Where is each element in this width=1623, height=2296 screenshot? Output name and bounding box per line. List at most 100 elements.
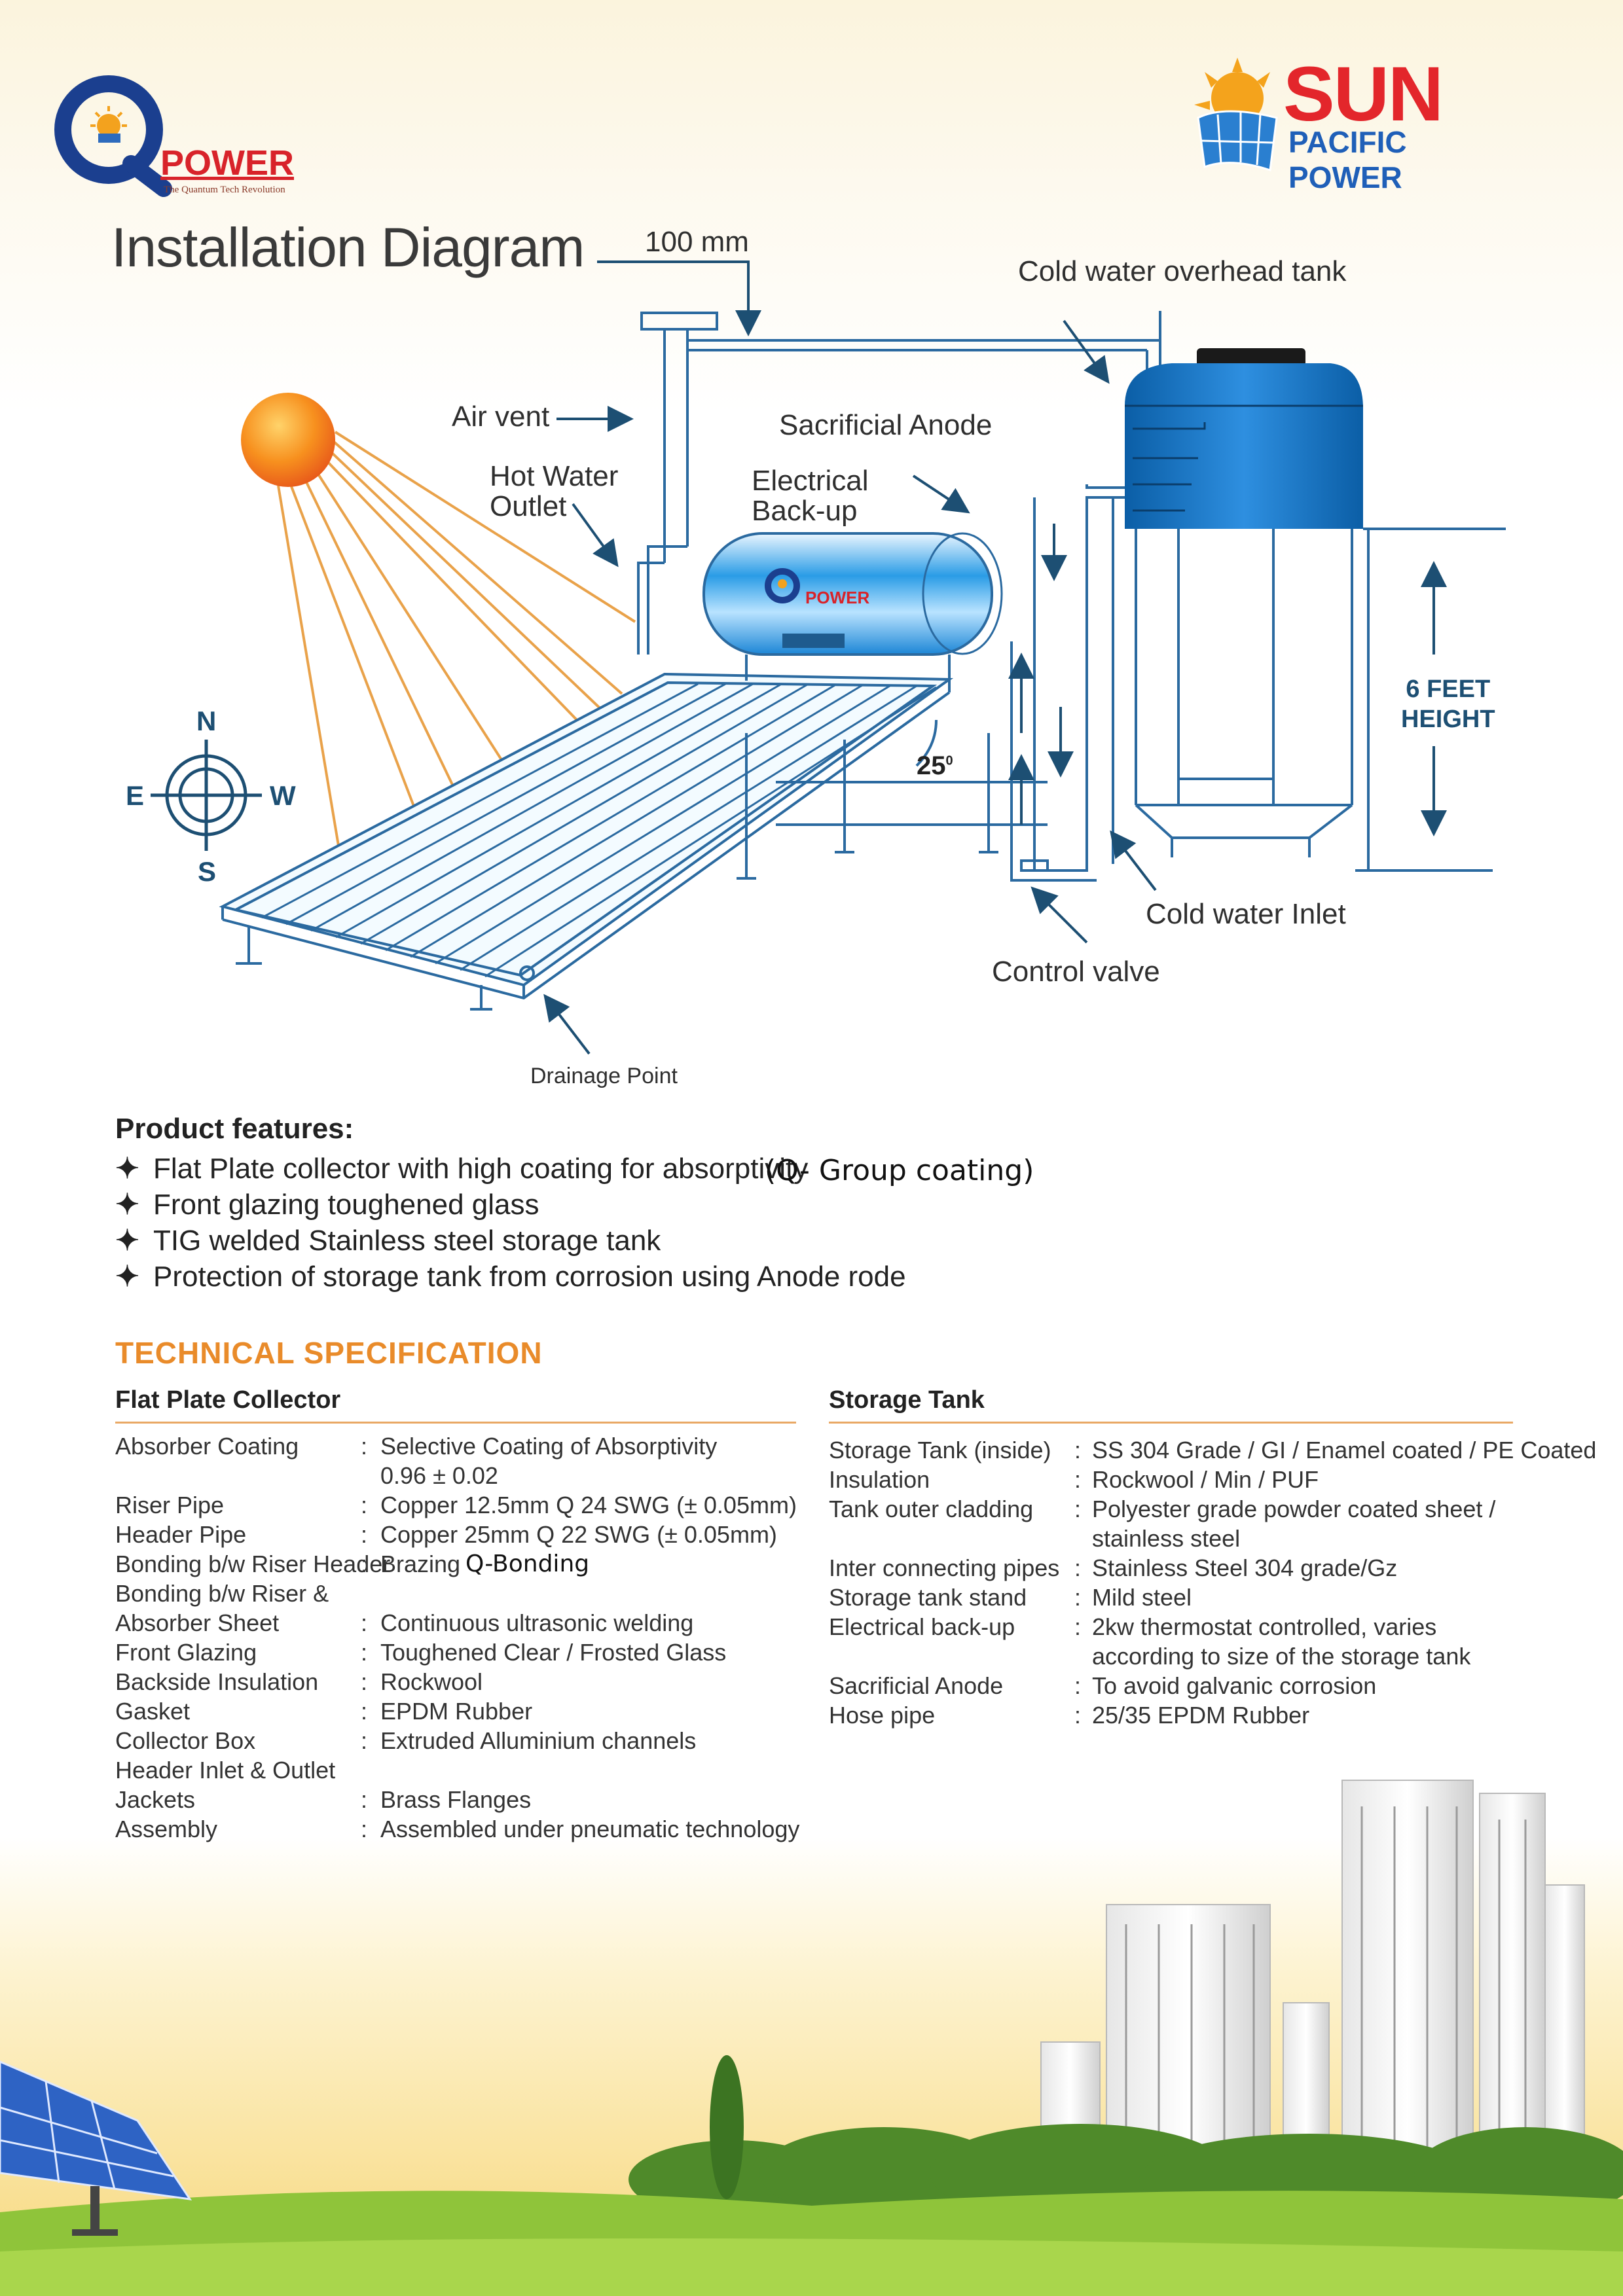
spec-row: Absorber Sheet:Continuous ultrasonic wel… (115, 1608, 809, 1638)
spec-row: stainless steel (829, 1524, 1523, 1553)
collector-spec-table: Absorber Coating:Selective Coating of Ab… (115, 1431, 809, 1844)
spec-value: according to size of the storage tank (1092, 1643, 1471, 1670)
spec-colon: : (361, 1816, 368, 1842)
page-title: Installation Diagram (111, 217, 585, 278)
spec-row: Electrical back-up:2kw thermostat contro… (829, 1612, 1523, 1641)
label-100mm: 100 mm (645, 226, 749, 258)
spec-value: Extruded Alluminium channels (380, 1727, 697, 1754)
spec-value: SS 304 Grade / GI / Enamel coated / PE C… (1092, 1437, 1597, 1463)
spec-colon: : (1074, 1554, 1082, 1581)
spec-colon: : (361, 1492, 368, 1518)
label-electrical-backup-line1: Electrical (752, 465, 869, 497)
spec-value: Selective Coating of Absorptivity (380, 1433, 718, 1460)
qpower-brand: POWER (160, 143, 295, 183)
storage-tank-heading: Storage Tank (829, 1386, 985, 1414)
spec-colon: : (361, 1786, 368, 1813)
spec-colon: : (1074, 1613, 1082, 1640)
collector-divider (115, 1422, 796, 1424)
sun (241, 393, 335, 487)
compass-s: S (198, 856, 217, 887)
spec-row: Header Pipe:Copper 25mm Q 22 SWG (± 0.05… (115, 1520, 809, 1549)
spec-key: Insulation (829, 1466, 930, 1493)
spec-row: Inter connecting pipes: Stainless Steel 3… (829, 1553, 1523, 1583)
spec-colon: : (1074, 1702, 1082, 1729)
feature-text: TIG welded Stainless steel storage tank (153, 1225, 661, 1257)
spec-colon: : (361, 1727, 368, 1754)
spec-row: Jackets:Brass Flanges (115, 1785, 809, 1814)
label-hot-water-outlet-line1: Hot Water (490, 460, 619, 492)
compass-w: W (270, 780, 296, 811)
spec-value: EPDM Rubber (380, 1698, 533, 1725)
storage-tank (702, 532, 1003, 681)
spec-row: Backside Insulation: Rockwool (115, 1667, 809, 1696)
spec-colon: : (1074, 1672, 1082, 1699)
spec-key: Collector Box (115, 1727, 256, 1754)
label-6-feet-height: 6 FEET HEIGHT (1401, 674, 1495, 734)
spec-row: 0.96 ± 0.02 (115, 1461, 809, 1490)
solar-panel-array (0, 2060, 192, 2236)
label-angle-value: 25 (917, 751, 946, 780)
storage-tank-spec-table: Storage Tank (inside):SS 304 Grade / GI … (829, 1435, 1596, 1730)
spec-key: Backside Insulation (115, 1668, 319, 1695)
storage-tank-divider (829, 1422, 1513, 1424)
label-cold-water-overhead-tank: Cold water overhead tank (1018, 255, 1347, 287)
bottom-scenery (0, 1780, 1623, 2296)
tank-brand: POWER (805, 588, 870, 607)
spec-row: Absorber Coating:Selective Coating of Ab… (115, 1431, 809, 1461)
spec-value: 2kw thermostat controlled, varies (1092, 1613, 1437, 1640)
spec-value: Copper 12.5mm Q 24 SWG (± 0.05mm) (380, 1492, 797, 1518)
sun-logo-mark (1194, 58, 1278, 172)
compass (151, 740, 262, 851)
spec-key: Header Pipe (115, 1521, 247, 1548)
spec-row: Assembly:Assembled under pneumatic techn… (115, 1814, 809, 1844)
qpower-logo-mark (54, 75, 172, 197)
feature-item: ✦Front glazing toughened glass (115, 1188, 539, 1221)
spec-value: Brass Flanges (380, 1786, 532, 1813)
spec-key: Electrical back-up (829, 1613, 1015, 1640)
spec-row: Sacrificial Anode:To avoid galvanic corr… (829, 1671, 1523, 1700)
spec-value: Polyester grade powder coated sheet / (1092, 1496, 1496, 1522)
overhead-tank (1125, 348, 1506, 872)
installation-diagram (151, 260, 1506, 1055)
spec-colon: : (1074, 1584, 1082, 1611)
spec-value: Mild steel (1092, 1584, 1192, 1611)
tech-spec-heading: TECHNICAL SPECIFICATION (115, 1336, 543, 1370)
label-electrical-backup: Electrical Back-up (752, 466, 869, 526)
label-hot-water-outlet: Hot Water Outlet (490, 461, 618, 522)
spec-value: 25/35 EPDM Rubber (1092, 1702, 1310, 1729)
collector-heading: Flat Plate Collector (115, 1386, 341, 1414)
spec-row: Riser Pipe:Copper 12.5mm Q 24 SWG (± 0.0… (115, 1490, 809, 1520)
spec-colon: : (361, 1639, 368, 1666)
q-bonding-note: Q-Bonding (465, 1551, 590, 1577)
label-electrical-backup-line2: Back-up (752, 495, 858, 527)
spec-value: Rockwool (380, 1668, 483, 1695)
spec-colon: : (361, 1433, 368, 1460)
spec-row: Storage Tank (inside):SS 304 Grade / GI … (829, 1435, 1596, 1465)
spec-key: Sacrificial Anode (829, 1672, 1004, 1699)
spec-row: Header Inlet & Outlet (115, 1755, 809, 1785)
spec-colon: : (1074, 1437, 1082, 1463)
spec-value: 0.96 ± 0.02 (380, 1462, 498, 1489)
piping (637, 311, 1161, 882)
spec-row: Tank outer cladding:Polyester grade powd… (829, 1494, 1523, 1524)
label-sacrificial-anode: Sacrificial Anode (779, 409, 993, 441)
label-cold-water-inlet: Cold water Inlet (1146, 898, 1346, 930)
spec-colon: : (361, 1698, 368, 1725)
label-angle: 250 (917, 751, 953, 781)
label-height-line1: 6 FEET (1406, 675, 1491, 703)
spec-colon: : (361, 1668, 368, 1695)
feature-text: Flat Plate collector with high coating f… (153, 1153, 809, 1185)
label-air-vent: Air vent (452, 401, 550, 433)
feature-item: ✦Flat Plate collector with high coating … (115, 1152, 808, 1185)
spec-key: Inter connecting pipes (829, 1554, 1060, 1581)
spec-value: Stainless Steel 304 grade/Gz (1092, 1554, 1398, 1581)
spec-colon: : (1074, 1466, 1082, 1493)
spec-row: Hose pipe:25/35 EPDM Rubber (829, 1700, 1523, 1730)
label-height-line2: HEIGHT (1401, 706, 1495, 733)
label-control-valve: Control valve (992, 956, 1160, 988)
bullet-icon: ✦ (115, 1261, 139, 1293)
spec-row: Front Glazing:Toughened Clear / Frosted … (115, 1638, 809, 1667)
feature-item: ✦Protection of storage tank from corrosi… (115, 1260, 906, 1293)
